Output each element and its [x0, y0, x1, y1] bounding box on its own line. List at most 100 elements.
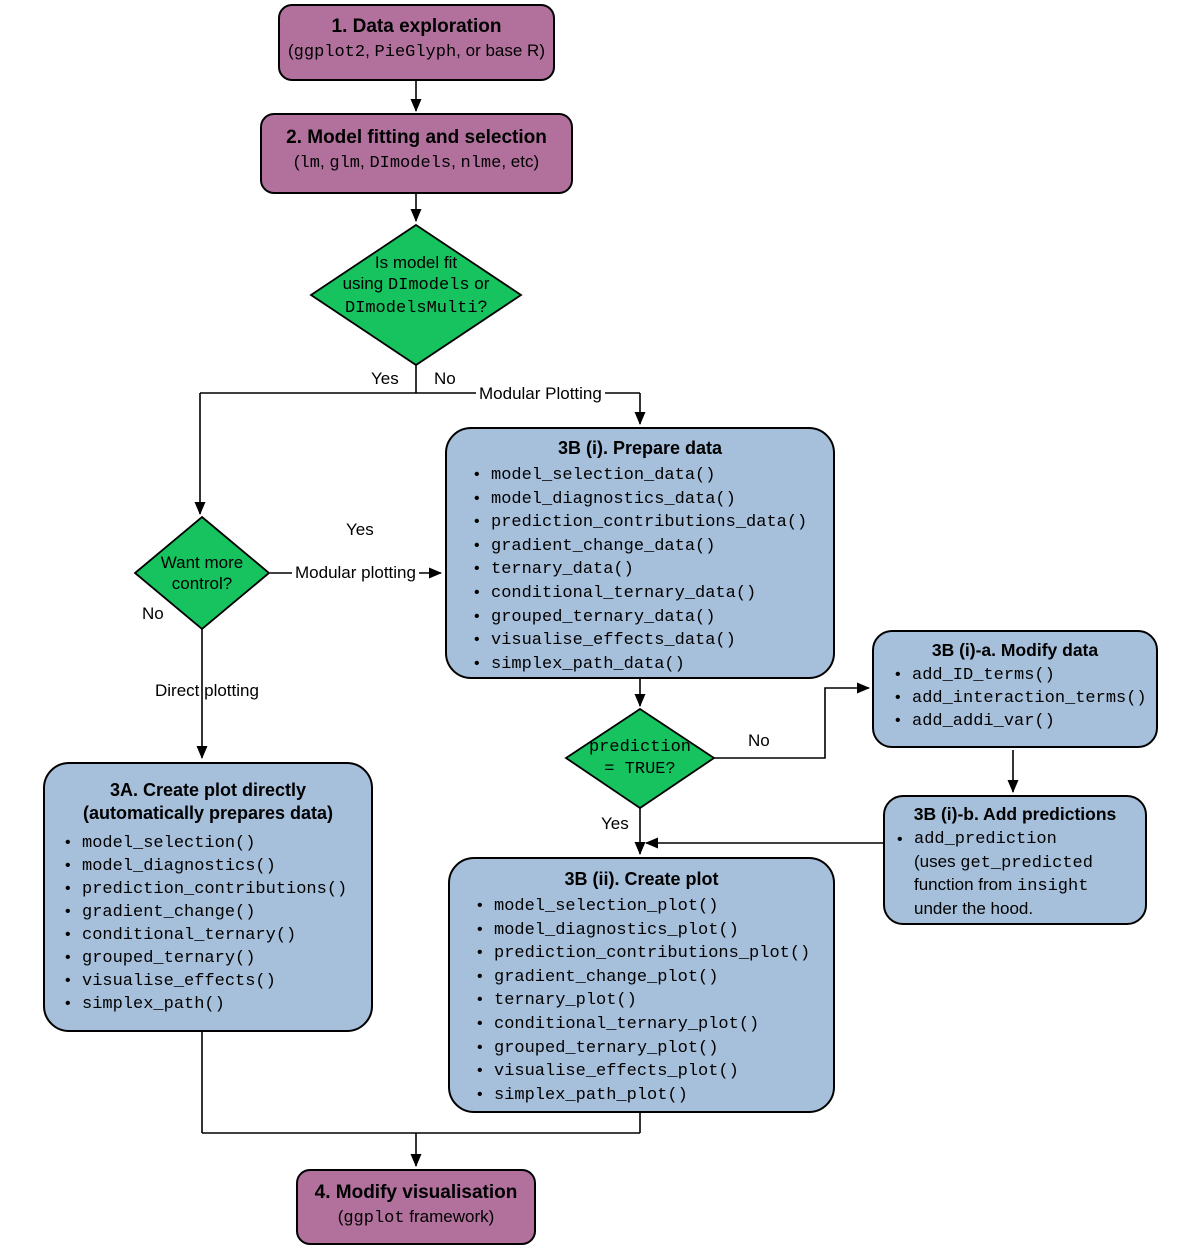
subtitle-text: , [365, 41, 375, 60]
subtitle-text: ( [293, 152, 300, 171]
node-subtitle: (ggplot framework) [298, 1205, 534, 1231]
label-yes-prediction: Yes [601, 814, 629, 833]
code-dimodels: DImodels [369, 154, 452, 173]
node-title: 3A. Create plot directly [109, 780, 307, 800]
node-subtitle: (ggplot2, PieGlyph, or base R) [280, 39, 553, 65]
decision-line: Is model fit [374, 253, 458, 272]
function-list: model_selection_data() model_diagnostics… [447, 464, 833, 676]
label-no-model-fit: No [434, 369, 456, 388]
code-pieglyph: PieGlyph [374, 43, 457, 62]
node-title: 4. Modify visualisation [314, 1182, 518, 1203]
subtitle-text: , [319, 152, 330, 171]
code-ggplot: ggplot [343, 1209, 405, 1228]
decision-line: DImodelsMulti? [344, 297, 488, 318]
decision-line: prediction [588, 738, 692, 757]
label-yes-model-fit: Yes [371, 369, 399, 388]
node-subtitle: (lm, glm, DImodels, nlme, etc) [262, 150, 571, 176]
node-step2-model-fitting: 2. Model fitting and selection (lm, glm,… [260, 113, 573, 194]
decision-line: using DImodels or [342, 274, 490, 295]
code-lm: lm [299, 154, 320, 173]
decision-line: Want more [160, 553, 244, 572]
decision-prediction-label: prediction = TRUE? [566, 737, 714, 781]
node-title: 3B (i)-a. Modify data [931, 640, 1099, 660]
list-item: prediction_contributions_plot() [477, 942, 833, 966]
subtitle-text: , [360, 152, 370, 171]
function-list: add_ID_terms() add_interaction_terms() a… [874, 664, 1156, 733]
code-nlme: nlme [460, 154, 502, 173]
list-item: add_addi_var() [895, 710, 1156, 733]
label-no-want-control: No [142, 604, 164, 623]
decision-model-fit-label: Is model fit using DImodels or DImodelsM… [311, 252, 521, 319]
node-step1-data-exploration: 1. Data exploration (ggplot2, PieGlyph, … [278, 4, 555, 81]
list-item: add_ID_terms() [895, 664, 1156, 687]
subtitle-text: framework) [404, 1207, 495, 1226]
code-glm: glm [329, 154, 360, 173]
list-item: model_diagnostics() [65, 855, 371, 878]
bullet: • [897, 831, 903, 848]
list-item: grouped_ternary() [65, 947, 371, 970]
add-prediction-item: • add_prediction (uses get_predicted fun… [885, 829, 1145, 919]
node-3bii-create-plot: 3B (ii). Create plot model_selection_plo… [448, 857, 835, 1113]
list-item: simplex_path_data() [474, 653, 833, 677]
node-title: 1. Data exploration [331, 16, 502, 37]
decision-model-fit-shape [309, 223, 523, 367]
list-item: conditional_ternary_plot() [477, 1013, 833, 1037]
list-item: model_selection_plot() [477, 895, 833, 919]
list-item: gradient_change_plot() [477, 966, 833, 990]
list-item: conditional_ternary_data() [474, 582, 833, 606]
function-list: model_selection_plot() model_diagnostics… [450, 895, 833, 1107]
decision-want-control-label: Want more control? [135, 552, 269, 594]
item-line: under the hood. [914, 898, 1034, 918]
list-item: grouped_ternary_data() [474, 606, 833, 630]
list-item: prediction_contributions() [65, 878, 371, 901]
decision-prediction-shape [564, 707, 716, 810]
list-item: simplex_path() [65, 993, 371, 1016]
list-item: gradient_change_data() [474, 535, 833, 559]
node-title: 3B (ii). Create plot [564, 869, 719, 889]
list-item: prediction_contributions_data() [474, 511, 833, 535]
list-item: visualise_effects_plot() [477, 1060, 833, 1084]
list-item: conditional_ternary() [65, 924, 371, 947]
subtitle-text: , or base R) [456, 41, 545, 60]
node-3bib-add-predictions: 3B (i)-b. Add predictions • add_predicti… [883, 795, 1147, 925]
list-item: model_diagnostics_plot() [477, 919, 833, 943]
decision-line: = TRUE? [604, 760, 676, 779]
node-step4-modify-visualisation: 4. Modify visualisation (ggplot framewor… [296, 1169, 536, 1245]
subtitle-text: , etc) [501, 152, 540, 171]
list-item: grouped_ternary_plot() [477, 1037, 833, 1061]
item-line: function from insight [914, 875, 1089, 896]
node-3a-create-plot-directly: 3A. Create plot directly (automatically … [43, 762, 373, 1032]
list-item: gradient_change() [65, 901, 371, 924]
decision-line: control? [171, 574, 233, 593]
decision-want-control-shape [133, 515, 271, 631]
label-modular-plotting-mid: Modular plotting [292, 563, 419, 582]
function-list: model_selection() model_diagnostics() pr… [45, 832, 371, 1016]
node-title: 3B (i)-b. Add predictions [913, 804, 1117, 824]
code-ggplot2: ggplot2 [293, 43, 366, 62]
item-text: add_prediction (uses get_predicted funct… [914, 829, 1093, 919]
label-direct-plotting: Direct plotting [155, 681, 259, 700]
code-add-prediction: add_prediction [914, 830, 1057, 849]
label-yes-want-control: Yes [346, 520, 374, 539]
list-item: model_selection() [65, 832, 371, 855]
list-item: model_selection_data() [474, 464, 833, 488]
subtitle-text: ( [288, 41, 294, 60]
list-item: ternary_plot() [477, 989, 833, 1013]
node-title: 2. Model fitting and selection [286, 127, 547, 148]
subtitle-text: , [451, 152, 461, 171]
list-item: model_diagnostics_data() [474, 488, 833, 512]
node-3bia-modify-data: 3B (i)-a. Modify data add_ID_terms() add… [872, 630, 1158, 748]
edge-prediction-no-modifydata [714, 682, 870, 759]
list-item: simplex_path_plot() [477, 1084, 833, 1108]
node-3bi-prepare-data: 3B (i). Prepare data model_selection_dat… [445, 427, 835, 679]
node-title: 3B (i). Prepare data [557, 438, 723, 458]
item-line: (uses get_predicted [914, 851, 1093, 873]
list-item: add_interaction_terms() [895, 687, 1156, 710]
list-item: visualise_effects() [65, 970, 371, 993]
label-modular-plotting-top: Modular Plotting [476, 384, 605, 403]
label-no-prediction: No [748, 731, 770, 750]
node-title-line2: (automatically prepares data) [82, 803, 334, 823]
list-item: ternary_data() [474, 558, 833, 582]
